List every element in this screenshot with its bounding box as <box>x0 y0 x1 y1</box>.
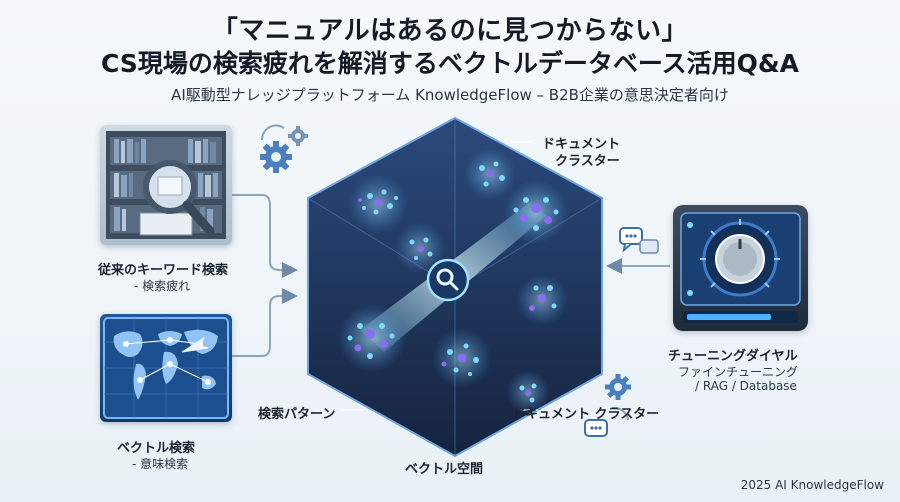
tuning-dial-icon <box>680 212 801 323</box>
top-cluster-label-1: ドキュメント <box>542 137 621 152</box>
keyword-search-title: 従来のキーワード検索 <box>98 263 229 278</box>
arrow-keyword-to-space <box>232 194 298 278</box>
cluster-top-right <box>464 148 516 200</box>
top-cluster-label-2: クラスター <box>555 154 620 169</box>
cluster-bottom-left <box>338 304 406 372</box>
subtitle: AI駆動型ナレッジプラットフォーム KnowledgeFlow – B2B企業の… <box>171 86 729 104</box>
cluster-bottom-center <box>432 328 492 388</box>
keyword-search-card <box>100 125 232 245</box>
tuning-dial-title: チューニングダイヤル <box>668 349 798 364</box>
cluster-center-left <box>394 222 446 274</box>
world-map-icon <box>103 317 229 419</box>
chat-bubble-icon <box>584 419 608 437</box>
cycle-arrow-icon <box>260 124 285 141</box>
library-magnifier-icon <box>106 131 226 239</box>
keyword-search-sub: - 検索疲れ <box>134 279 191 293</box>
title-line-1: 「マニュアルはあるのに見つからない」 <box>211 16 689 46</box>
tuning-dial-sub-2: / RAG / Database <box>695 379 797 393</box>
arrow-vector-to-space <box>232 288 298 357</box>
tuning-dial-sub-1: ファインチューニング <box>678 365 799 379</box>
gear-icon <box>260 141 292 173</box>
title-line-2: CS現場の検索疲れを解消するベクトルデータベース活用Q&A <box>101 49 799 78</box>
cluster-right-upper <box>504 180 568 244</box>
gear-icon <box>288 126 308 146</box>
cluster-bottom-right <box>506 370 550 414</box>
tuning-dial-card <box>673 205 808 331</box>
chat-bubble-icon <box>639 239 659 254</box>
bottom-cluster-label: ドキュメント クラスター <box>512 407 660 422</box>
vector-space-label: ベクトル空間 <box>405 462 484 477</box>
gear-icon <box>605 374 631 400</box>
vector-search-title: ベクトル検索 <box>117 441 196 456</box>
cluster-right-lower <box>516 274 568 326</box>
chat-bubble-icon <box>619 227 643 253</box>
vector-search-card <box>100 314 232 422</box>
search-icon <box>426 258 470 302</box>
cycle-arrow-icon <box>611 406 629 421</box>
search-pattern-label: 検索パターン <box>258 407 336 422</box>
vector-search-sub: - 意味検索 <box>132 457 189 471</box>
vector-space-cube <box>307 116 603 458</box>
cluster-top-left <box>348 174 408 234</box>
footer-credit: 2025 AI KnowledgeFlow <box>740 478 884 492</box>
